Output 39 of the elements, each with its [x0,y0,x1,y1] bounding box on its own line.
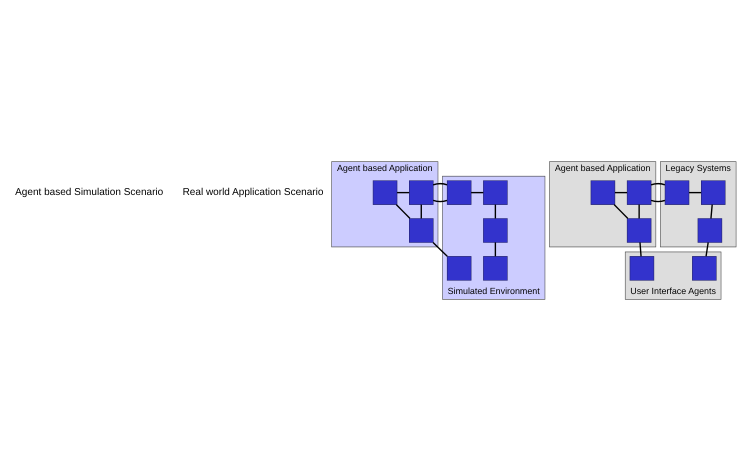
node-box [483,256,508,281]
cluster: User Interface Agents [624,252,722,300]
node-box [409,180,434,205]
connector [432,242,448,257]
connector [705,242,709,256]
cluster: Simulated Environment [442,176,546,300]
connector [397,192,410,194]
node-box [692,256,717,281]
node-box [446,256,472,281]
connector [689,192,702,194]
connector [614,192,628,194]
node-box [590,180,616,205]
connector [638,204,640,218]
connector [494,242,496,256]
label: Agent based Simulation Scenario [15,187,164,198]
node-box [626,218,652,243]
node-box [409,218,434,243]
cluster: Agent based Application [331,161,438,248]
connector [710,204,713,218]
node-box [446,180,472,205]
connector [471,192,484,194]
node-box [700,180,726,205]
connector [650,182,666,202]
node-box [372,180,398,205]
node-box [626,180,652,205]
node-box [664,180,690,205]
cluster: Legacy Systems [660,161,736,248]
node-box [483,218,508,243]
node-box [698,218,722,243]
connector [614,204,628,219]
node-box [630,256,654,281]
connector [420,204,422,218]
connector [433,182,448,202]
label: Real world Application Scenario [182,187,324,198]
connector [639,242,642,256]
connector [494,204,496,218]
connector [396,204,410,219]
node-box [483,180,508,205]
cluster: Agent based Application [549,161,656,248]
